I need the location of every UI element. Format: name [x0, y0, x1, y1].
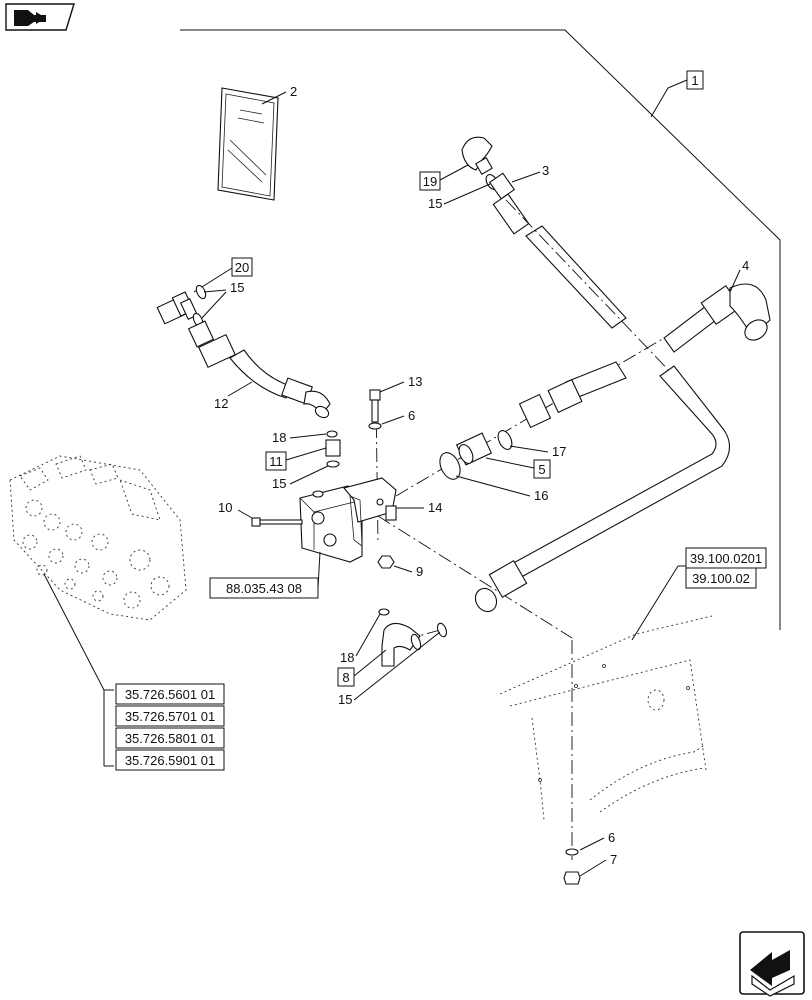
centerline-c [377, 515, 573, 639]
svg-text:39.100.02: 39.100.02 [692, 571, 750, 586]
svg-text:8: 8 [342, 670, 349, 685]
svg-text:13: 13 [408, 374, 422, 389]
svg-text:1: 1 [691, 73, 698, 88]
callout-18-upper: 18 [272, 430, 286, 445]
callout-19: 19 [419, 164, 469, 191]
svg-text:39.100.0201: 39.100.0201 [690, 551, 762, 566]
callout-8: 8 [337, 649, 387, 687]
adapter-fitting-5: 5 [455, 432, 551, 479]
nut-9: 9 [377, 555, 423, 579]
svg-text:16: 16 [534, 488, 548, 503]
reference-valve-3[interactable]: 35.726.5801 01 [115, 727, 225, 749]
svg-text:15: 15 [230, 280, 244, 295]
svg-text:6: 6 [608, 830, 615, 845]
previous-page-arrow-icon[interactable] [5, 3, 75, 31]
hose-12: 12 [187, 320, 331, 419]
bolt-10: 10 [218, 500, 303, 527]
svg-text:2: 2 [290, 84, 297, 99]
callout-11: 11 [265, 447, 327, 471]
svg-text:14: 14 [428, 500, 442, 515]
hose-3: 3 [488, 163, 627, 329]
svg-text:35.726.5901 01: 35.726.5901 01 [125, 753, 215, 768]
reference-manifold[interactable]: 88.035.43 08 [209, 577, 319, 599]
svg-text:35.726.5801 01: 35.726.5801 01 [125, 731, 215, 746]
svg-text:4: 4 [742, 258, 749, 273]
return-hose [474, 365, 731, 613]
svg-text:19: 19 [423, 174, 437, 189]
svg-text:5: 5 [538, 462, 545, 477]
callout-1: 1 [650, 70, 704, 118]
reference-valve-1[interactable]: 35.726.5601 01 [115, 683, 225, 705]
instruction-manual: 2 [217, 84, 297, 201]
small-fittings-manifold [325, 430, 341, 468]
elbow-fitting-19 [461, 136, 493, 175]
o-ring-16: 16 [439, 452, 548, 503]
svg-text:9: 9 [416, 564, 423, 579]
reference-valve-4[interactable]: 35.726.5901 01 [115, 749, 225, 771]
reference-frame-1[interactable]: 39.100.0201 [685, 547, 767, 569]
svg-text:20: 20 [235, 260, 249, 275]
svg-text:35.726.5701 01: 35.726.5701 01 [125, 709, 215, 724]
mounting-bracket-14: 14 [343, 477, 442, 547]
o-rings-15-left: 15 [192, 280, 244, 328]
svg-text:35.726.5601 01: 35.726.5601 01 [125, 687, 215, 702]
washer-6-lower: 6 [565, 830, 615, 856]
next-page-arrow-icon[interactable] [739, 931, 805, 997]
tee-fitting-20 [156, 291, 199, 325]
svg-text:11: 11 [269, 454, 283, 469]
tractor-frame-member [499, 615, 713, 821]
svg-text:88.035.43 08: 88.035.43 08 [226, 581, 302, 596]
callout-18-lower: 18 [340, 650, 354, 665]
hose-end-coupler [518, 361, 627, 429]
control-valve-assembly [9, 455, 187, 691]
callout-15-mid: 15 [272, 476, 286, 491]
callout-20: 20 [193, 257, 253, 293]
reference-frame-2[interactable]: 39.100.02 [685, 567, 757, 589]
manifold-block [299, 485, 363, 589]
o-ring-17: 17 [497, 430, 566, 459]
reference-valve-2[interactable]: 35.726.5701 01 [115, 705, 225, 727]
svg-text:3: 3 [542, 163, 549, 178]
svg-text:6: 6 [408, 408, 415, 423]
callout-15-lower: 15 [338, 692, 352, 707]
hose-4: 4 [663, 258, 771, 353]
svg-text:10: 10 [218, 500, 232, 515]
centerline-a [505, 199, 679, 381]
svg-text:7: 7 [610, 852, 617, 867]
frame-outline [180, 29, 781, 630]
elbow-fitting-8 [378, 608, 448, 667]
nut-7: 7 [563, 852, 617, 885]
svg-text:12: 12 [214, 396, 228, 411]
screw-13: 13 [369, 374, 422, 423]
svg-text:17: 17 [552, 444, 566, 459]
washer-6-upper: 6 [368, 408, 415, 430]
callout-15-upper: 15 [428, 196, 442, 211]
